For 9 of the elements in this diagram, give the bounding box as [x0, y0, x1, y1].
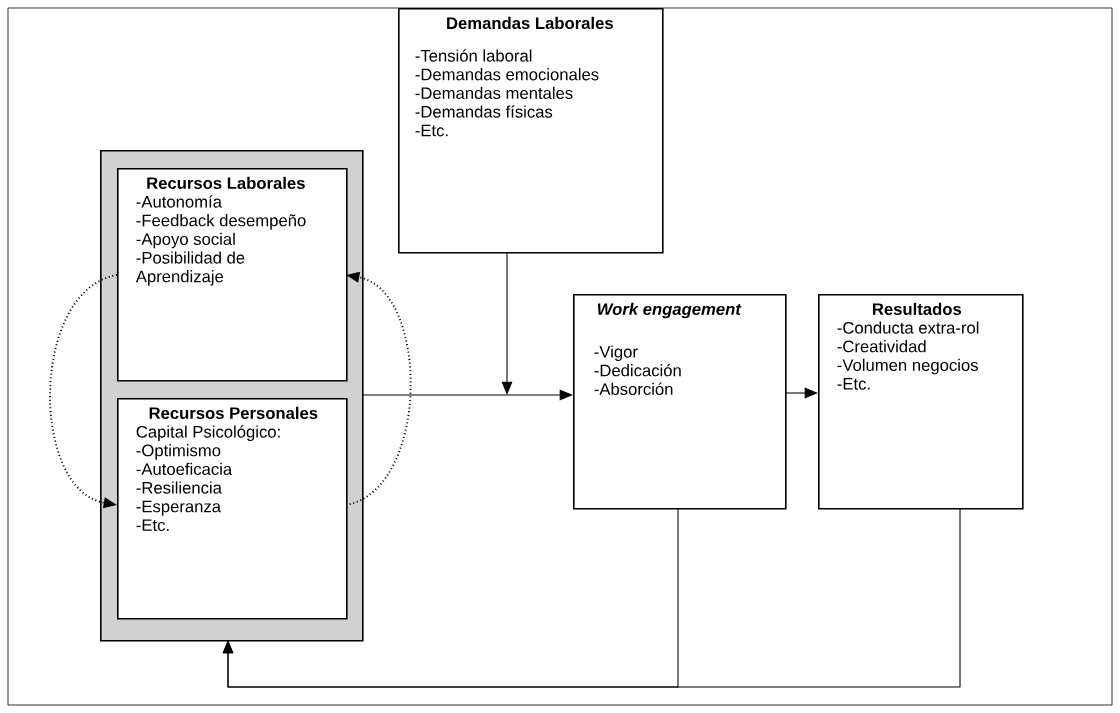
arrow — [222, 507, 961, 688]
text-box: Demandas Laborales -Tensión laboral -Demandas emocionales -Demandas mentales -Demandas físicas -Etc. — [398, 8, 664, 254]
text-box: Work engagement -Vigor -Dedicación -Absorción — [573, 294, 787, 510]
arrow — [784, 387, 818, 399]
arrow — [361, 389, 573, 401]
text-box: Recursos Laborales -Autonomía -Feedback desempeño -Apoyo social -Posibilidad de Aprendizaje — [117, 168, 348, 382]
text-box: Resultados -Conducta extra-rol -Creatividad -Volumen negocios -Etc. — [818, 294, 1024, 510]
text-box: Recursos Personales Capital Psicológico: -Optimismo -Autoeficacia -Resiliencia -Esperanza -Etc. — [117, 398, 348, 620]
arrow — [501, 251, 513, 395]
